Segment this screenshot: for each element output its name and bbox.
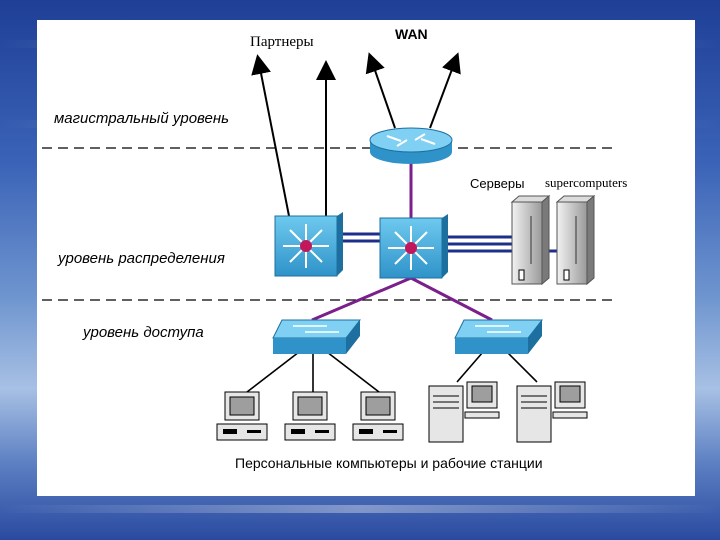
workstation-icon <box>516 381 588 443</box>
server-tower-icon <box>510 194 551 286</box>
layer3-switch-icon <box>274 212 343 277</box>
distribution-level-label: уровень распределения <box>58 250 225 267</box>
switch-icon <box>454 319 544 354</box>
diagram-panel: Партнеры WAN магистральный уровень урове… <box>37 20 695 496</box>
server-tower-icon <box>555 194 596 286</box>
access-level-label: уровень доступа <box>83 324 204 341</box>
pc-icon <box>216 391 268 441</box>
router-icon <box>369 127 453 164</box>
switch-icon <box>272 319 362 354</box>
partners-label: Партнеры <box>250 34 314 50</box>
backbone-links <box>311 162 493 322</box>
core-level-label: магистральный уровень <box>54 110 230 127</box>
servers-label: Серверы <box>470 176 525 191</box>
pc-icon <box>352 391 404 441</box>
workstation-icon <box>428 381 500 443</box>
uplink-arrows <box>251 52 461 217</box>
layer3-switch-icon <box>379 214 448 279</box>
supercomputers-label: supercomputers <box>545 175 628 190</box>
access-links <box>246 351 538 393</box>
pc-icon <box>284 391 336 441</box>
workstations-label: Персональные компьютеры и рабочие станци… <box>235 455 543 471</box>
wan-label: WAN <box>395 26 428 42</box>
network-diagram <box>42 52 617 443</box>
